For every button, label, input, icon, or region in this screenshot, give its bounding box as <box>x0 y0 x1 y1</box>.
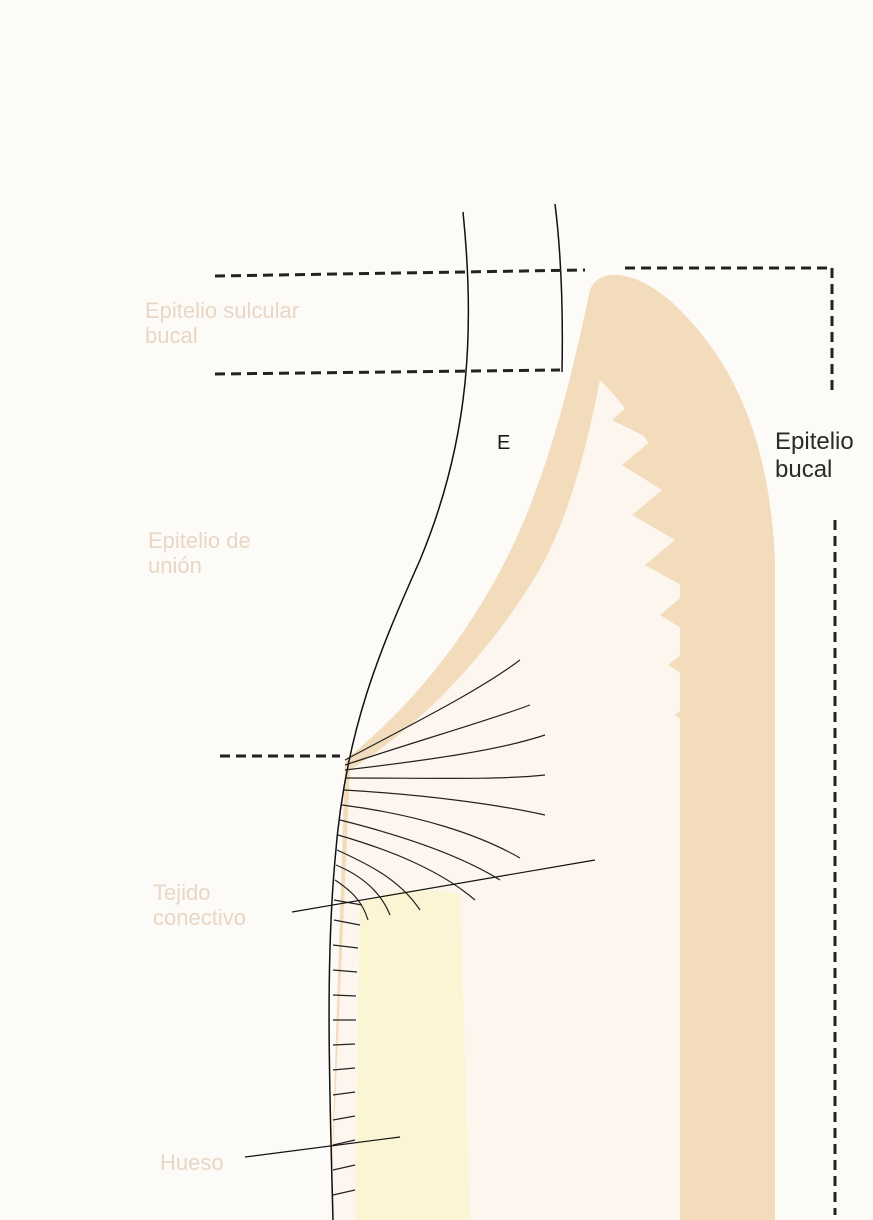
label-hueso: Hueso <box>160 1150 224 1175</box>
label-epitelio-sulcular: Epitelio sulcular bucal <box>145 298 299 349</box>
label-epitelio-union: Epitelio de unión <box>148 528 251 579</box>
hueso-region <box>355 890 470 1220</box>
label-epitelio-bucal: Epitelio bucal <box>775 428 854 483</box>
label-tejido-conectivo: Tejido conectivo <box>153 880 246 931</box>
label-enamel-e: E <box>497 432 510 455</box>
enamel-line <box>555 204 562 372</box>
